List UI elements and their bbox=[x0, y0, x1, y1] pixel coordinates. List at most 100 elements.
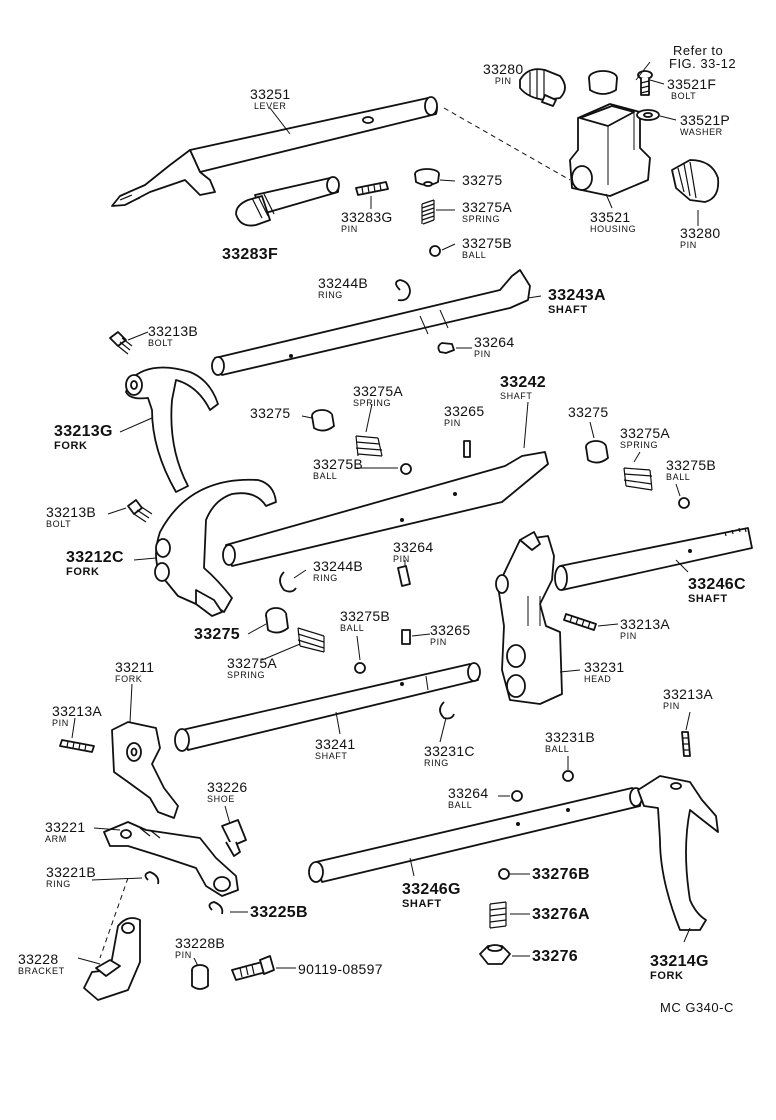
part-name: BALL bbox=[313, 471, 338, 481]
label-33283g: 33283G PIN bbox=[341, 210, 393, 234]
refer-note: Refer to FIG. 33-12 bbox=[669, 43, 736, 70]
part-number: 33265 bbox=[430, 622, 471, 638]
label-33264-top: 33264 PIN bbox=[474, 335, 514, 359]
part-number: 33214G bbox=[650, 953, 709, 970]
part-name: BOLT bbox=[148, 338, 174, 348]
pin-33228b bbox=[191, 964, 209, 990]
label-33212c: 33212C FORK bbox=[66, 550, 124, 578]
part-name: SPRING bbox=[462, 214, 501, 224]
ring-33244b-top bbox=[395, 279, 411, 302]
part-name: SHAFT bbox=[548, 304, 588, 316]
label-33213b-top: 33213B BOLT bbox=[148, 324, 198, 348]
part-number: 33264 bbox=[448, 785, 489, 801]
part-name: FORK bbox=[66, 566, 100, 578]
pin-33265-lower bbox=[401, 629, 411, 645]
part-name: BALL bbox=[448, 800, 473, 810]
part-number: 33275B bbox=[313, 456, 364, 472]
refer-line1: Refer to bbox=[673, 43, 724, 58]
part-number: 33228 bbox=[18, 951, 59, 967]
label-33221b: 33221B RING bbox=[46, 865, 96, 889]
part-number: 33221 bbox=[45, 819, 86, 835]
bolt-90119-08597 bbox=[231, 955, 275, 981]
label-33275-lower: 33275 bbox=[194, 626, 240, 643]
label-33275a-mid-right: 33275A SPRING bbox=[620, 426, 670, 450]
diagram-code: MC G340-C bbox=[660, 1000, 734, 1015]
label-33276: 33276 bbox=[532, 948, 578, 965]
label-33275-mid-right: 33275 bbox=[568, 404, 609, 420]
part-number: 33283G bbox=[341, 209, 393, 225]
part-number: 33228B bbox=[175, 935, 226, 951]
part-name: SHAFT bbox=[688, 593, 728, 605]
arm-33221 bbox=[103, 821, 239, 897]
pin-33265-top bbox=[463, 440, 471, 458]
part-name: BALL bbox=[666, 472, 691, 482]
part-name: SHAFT bbox=[500, 391, 533, 401]
spring-33275a-lower bbox=[297, 627, 325, 653]
part-number: 33264 bbox=[474, 334, 515, 350]
spring-33275a-mid-left bbox=[355, 435, 383, 457]
label-33276a: 33276A bbox=[532, 906, 590, 923]
housing-33521 bbox=[569, 103, 651, 197]
label-33213a-head: 33213A PIN bbox=[620, 617, 670, 641]
pin-33280-right bbox=[671, 159, 720, 203]
part-number: 33213A bbox=[620, 616, 671, 632]
label-33244b-mid: 33244B RING bbox=[313, 559, 363, 583]
part-number: 33211 bbox=[115, 659, 155, 675]
part-name: BALL bbox=[340, 623, 365, 633]
part-number: 33212C bbox=[66, 549, 124, 566]
label-33225b: 33225B bbox=[250, 904, 308, 921]
part-name: BALL bbox=[545, 744, 570, 754]
part-name: PIN bbox=[341, 224, 358, 234]
label-33264-low: 33264 BALL bbox=[448, 786, 488, 810]
label-33242: 33242 SHAFT bbox=[500, 375, 546, 401]
plug-33275-top bbox=[414, 168, 440, 187]
plug-33275-mid-right bbox=[585, 440, 609, 464]
pin-33283g bbox=[355, 181, 389, 196]
pin-33213a-left bbox=[59, 739, 95, 753]
part-name: PIN bbox=[680, 240, 697, 250]
leader-lines bbox=[71, 61, 699, 969]
part-number: 33521P bbox=[680, 112, 731, 128]
fork-33212c bbox=[154, 478, 277, 617]
part-number: 33221B bbox=[46, 864, 97, 880]
part-number: 33275B bbox=[462, 235, 513, 251]
part-number: 33280 bbox=[483, 61, 524, 77]
spring-33276a bbox=[489, 901, 507, 929]
fork-33211 bbox=[111, 721, 179, 819]
part-number: 33242 bbox=[500, 374, 546, 391]
refer-line2: FIG. 33-12 bbox=[669, 56, 737, 71]
part-name: PIN bbox=[494, 76, 512, 86]
part-name: PIN bbox=[474, 349, 491, 359]
ball-33275b-mid-left bbox=[400, 463, 412, 475]
part-name: BRACKET bbox=[18, 966, 65, 976]
label-33283f: 33283F bbox=[222, 246, 279, 263]
bolt-33213b-top bbox=[109, 331, 133, 355]
label-33213a-left: 33213A PIN bbox=[52, 704, 102, 728]
label-33213b-lower: 33213B BOLT bbox=[46, 505, 96, 529]
bolt-33213b-lower bbox=[127, 499, 153, 523]
label-33264-mid: 33264 PIN bbox=[393, 540, 433, 564]
part-name: SHOE bbox=[207, 794, 235, 804]
ring-33231c bbox=[439, 701, 455, 720]
pin-33264-mid bbox=[397, 565, 411, 587]
part-number: 33231B bbox=[545, 729, 596, 745]
label-33265-top: 33265 PIN bbox=[444, 404, 484, 428]
part-name: BOLT bbox=[671, 91, 697, 101]
part-number: 33244B bbox=[318, 275, 369, 291]
ring-33244b-mid bbox=[279, 571, 297, 593]
part-number: 33265 bbox=[444, 403, 485, 419]
label-33521p: 33521P WASHER bbox=[680, 113, 730, 137]
part-number: 33275A bbox=[462, 199, 513, 215]
part-name: SHAFT bbox=[315, 751, 348, 761]
label-33251: 33251 LEVER bbox=[250, 87, 290, 111]
part-name: PIN bbox=[663, 701, 680, 711]
plug-33275-mid-left bbox=[311, 409, 335, 432]
label-33213g: 33213G FORK bbox=[54, 424, 113, 452]
ring-33221b bbox=[144, 871, 160, 885]
part-number: 33231 bbox=[584, 659, 625, 675]
ring-33225b bbox=[208, 901, 224, 915]
label-33275b-top: 33275B BALL bbox=[462, 236, 512, 260]
part-name: LEVER bbox=[253, 101, 287, 111]
label-33231c: 33231C RING bbox=[424, 744, 475, 768]
label-33241: 33241 SHAFT bbox=[315, 737, 355, 761]
